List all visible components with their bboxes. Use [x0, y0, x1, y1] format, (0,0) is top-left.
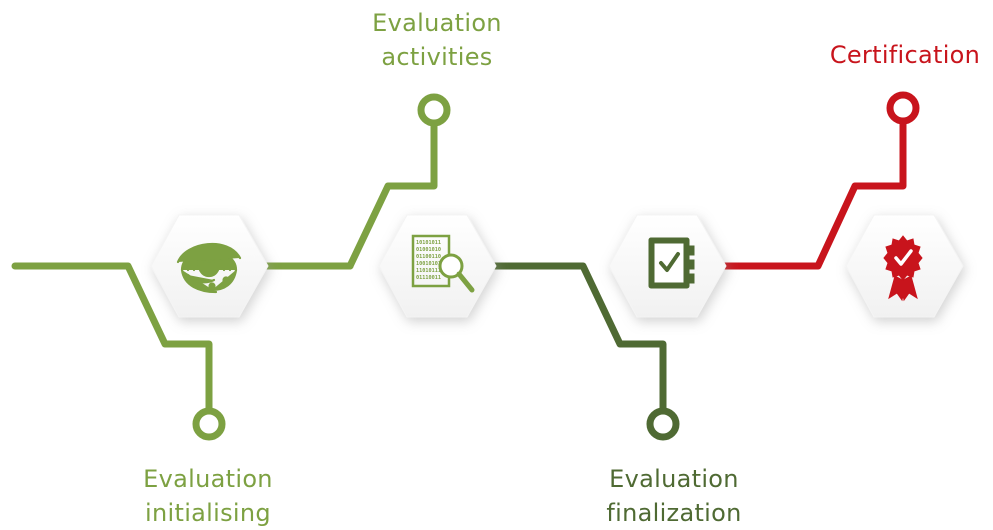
- connector-main-2: [476, 262, 667, 414]
- ring-activities: [417, 93, 451, 127]
- step-label-finalization: Evaluation finalization: [606, 462, 741, 530]
- svg-text:10101011: 10101011: [416, 240, 441, 246]
- svg-text:10010101: 10010101: [416, 261, 441, 267]
- connector-main-3: [706, 120, 907, 270]
- svg-text:11010111: 11010111: [416, 268, 441, 274]
- step-label-line2: initialising: [145, 499, 271, 527]
- step-label-certification: Certification: [830, 38, 980, 72]
- fingerprint-icon: [176, 243, 242, 294]
- step-label-initialising: Evaluation initialising: [143, 462, 273, 530]
- step-label-line2: activities: [381, 43, 493, 71]
- checklist-notebook-icon: [648, 237, 695, 289]
- step-label-line2: finalization: [606, 499, 742, 527]
- svg-text:01110011: 01110011: [416, 275, 441, 281]
- ring-certification: [886, 91, 920, 125]
- step-label-line1: Certification: [829, 41, 981, 69]
- svg-text:01100110: 01100110: [416, 254, 441, 260]
- connector-activities: [346, 120, 438, 270]
- ring-finalization: [646, 407, 680, 441]
- step-label-line1: Evaluation: [372, 9, 502, 37]
- ring-initialising: [192, 407, 226, 441]
- connector-initialising: [11, 262, 213, 414]
- binary-document-magnifier-icon: 10101011 01001010 01100110 10010101 1101…: [411, 234, 475, 293]
- svg-text:01001010: 01001010: [416, 247, 441, 253]
- step-label-activities: Evaluation activities: [372, 6, 502, 74]
- step-label-line1: Evaluation: [609, 465, 739, 493]
- award-badge-icon: [883, 235, 923, 302]
- step-label-line1: Evaluation: [143, 465, 273, 493]
- hexagon-activities: [378, 214, 497, 318]
